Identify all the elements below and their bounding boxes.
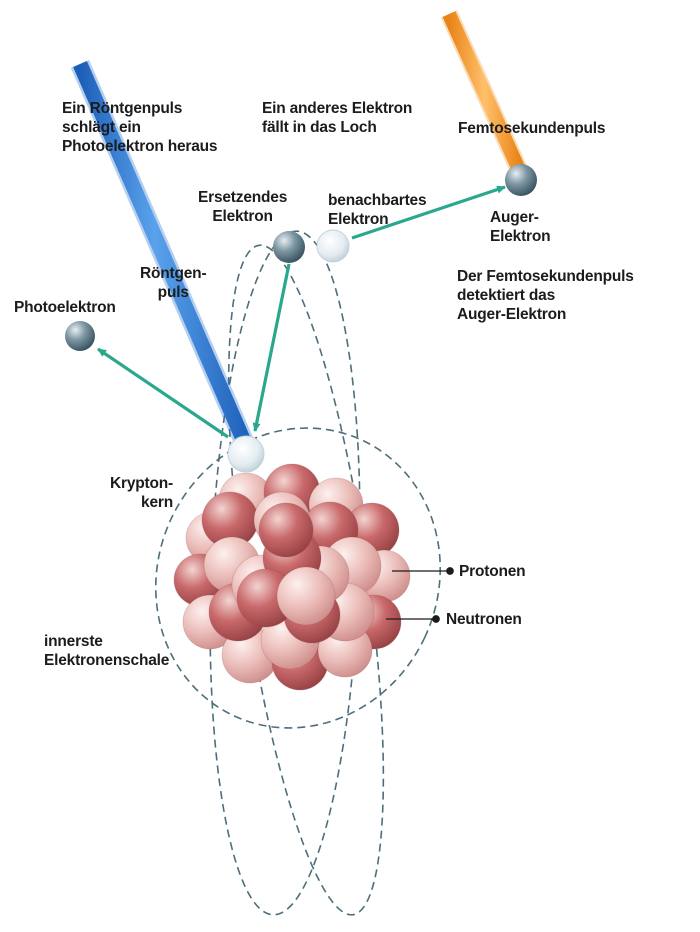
- xray-pulse-beam: [70, 60, 256, 450]
- auger-electron-sphere: [505, 164, 537, 196]
- neighboring-electron-label: benachbartes Elektron: [328, 192, 427, 228]
- arrow-to-photoelectron: [97, 347, 229, 439]
- innermost-shell-label: innerste Elektronenschale: [44, 633, 170, 669]
- photoelectron-sphere: [65, 321, 95, 351]
- protons-label: Protonen: [459, 563, 526, 580]
- femtosecond-pulse-beam: [440, 10, 529, 176]
- femtosecond-pulse-label: Femtosekundenpuls: [458, 120, 606, 137]
- transition-arrows: [97, 185, 506, 439]
- neutrons-label: Neutronen: [446, 611, 522, 628]
- neutrons-leader-dot: [432, 615, 440, 623]
- neutron: [276, 566, 336, 626]
- electrons: [65, 164, 537, 473]
- xray-pulse-description: Ein Röntgenpuls schlägt ein Photoelektro…: [62, 100, 218, 155]
- xray-pulse-short-label: Röntgen- puls: [140, 265, 207, 301]
- protons-leader-dot: [446, 567, 454, 575]
- photoelectron-label: Photoelektron: [14, 299, 116, 316]
- femtosecond-detects-description: Der Femtosekundenpuls detektiert das Aug…: [457, 268, 634, 323]
- arrow-replacing-electron: [252, 263, 291, 432]
- arrow-to-auger-electron: [351, 185, 506, 240]
- leader-lines: [386, 567, 454, 623]
- replacing-electron-label: Ersetzendes Elektron: [198, 189, 288, 225]
- neighboring-electron-vacancy: [316, 229, 350, 263]
- krypton-nucleus-label: Krypton- kern: [110, 475, 173, 511]
- core-vacancy: [227, 435, 265, 473]
- krypton-nucleus: [173, 463, 411, 691]
- auger-electron-label: Auger- Elektron: [490, 209, 551, 245]
- proton: [258, 502, 314, 558]
- replacing-electron-sphere: [273, 231, 305, 263]
- innermost-shell-ellipse: [154, 427, 442, 729]
- other-electron-description: Ein anderes Elektron fällt in das Loch: [262, 100, 413, 136]
